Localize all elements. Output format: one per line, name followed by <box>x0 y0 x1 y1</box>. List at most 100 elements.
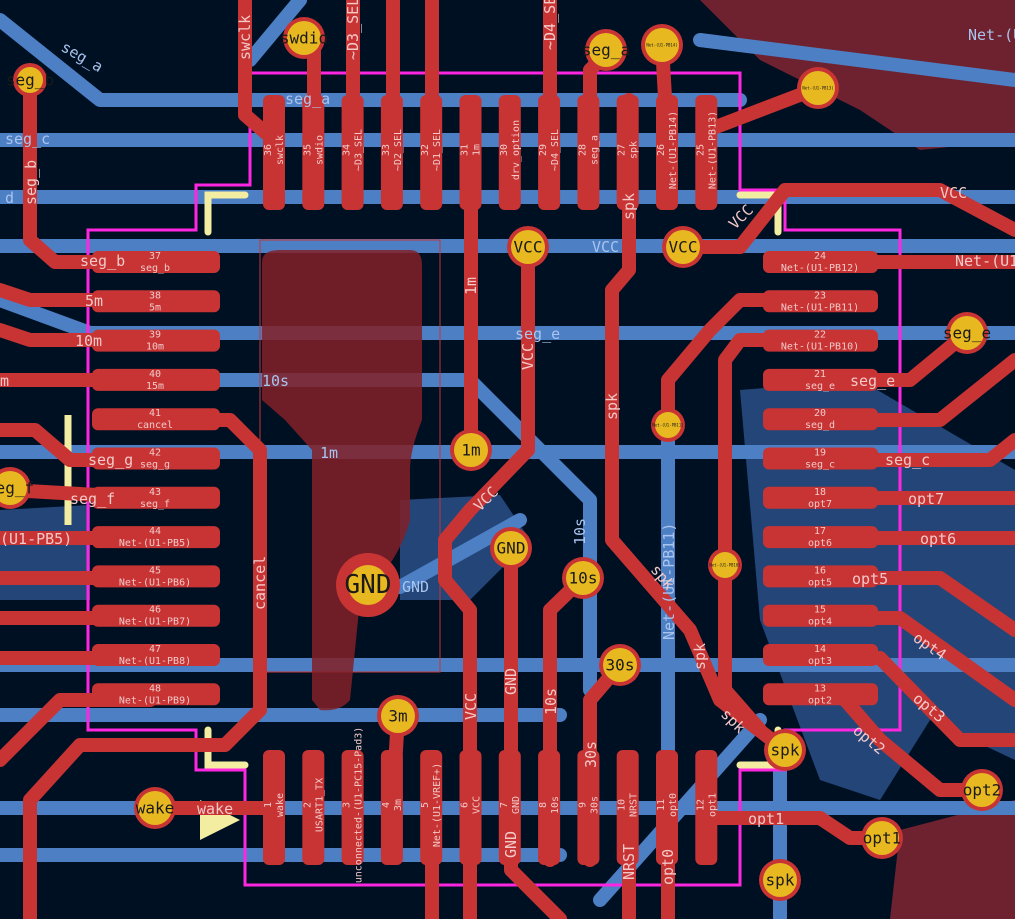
track-label: NRST <box>620 844 638 880</box>
pad-number: 39 <box>149 330 161 341</box>
via-label: seg_e <box>943 324 991 343</box>
via-label: GND <box>497 539 526 558</box>
via-label: Net-(U1-PB13) <box>802 86 833 91</box>
pad-number: 28 <box>577 144 588 156</box>
via[interactable]: VCC <box>507 226 549 268</box>
pad-number: 13 <box>814 683 826 694</box>
pad-number: 9 <box>577 802 588 808</box>
pad-number: 27 <box>617 144 628 156</box>
pad-number: 23 <box>814 290 826 301</box>
pad-number: 16 <box>814 565 826 576</box>
via[interactable]: opt2 <box>961 769 1003 811</box>
via-label: 30s <box>606 656 635 675</box>
via-label: wake <box>136 799 175 818</box>
pad-34[interactable]: 34~D3_SEL <box>341 95 365 210</box>
pad-net: VCC <box>472 796 483 814</box>
via[interactable]: spk <box>764 729 806 771</box>
via[interactable]: VCC <box>662 226 704 268</box>
track-label: 10m <box>75 332 102 350</box>
pad-number: 6 <box>460 802 471 808</box>
pad-33[interactable]: 33~D2_SEL <box>380 95 404 210</box>
via[interactable]: 1m <box>450 429 492 471</box>
via[interactable]: Net-(U1-PB11) <box>651 408 685 442</box>
pad-number: 42 <box>149 448 161 459</box>
via[interactable]: swdio <box>280 17 328 59</box>
track-label: 1m <box>462 277 480 295</box>
pad-number: 36 <box>263 144 274 156</box>
pad-net: ~D3_SEL <box>354 129 365 171</box>
via[interactable]: GND <box>490 527 532 569</box>
pad-number: 31 <box>460 144 471 156</box>
via[interactable]: seg_b <box>6 63 54 97</box>
pad-net: Net-(U1-PB5) <box>119 538 191 549</box>
via[interactable]: Net-(U1-PB14) <box>641 24 683 66</box>
via[interactable]: seg_f <box>0 467 34 509</box>
via[interactable]: seg_a <box>582 29 630 71</box>
via[interactable]: Net-(U1-PB10) <box>708 548 742 582</box>
via[interactable]: Net-(U1-PB13) <box>797 67 839 109</box>
pad-29[interactable]: 29~D4_SEL <box>538 95 561 210</box>
pad-net: seg_g <box>140 460 170 471</box>
track-label: seg_e <box>850 372 895 390</box>
pad-net: ~D2_SEL <box>393 129 404 171</box>
pad-net: ~D1_SEL <box>432 129 443 171</box>
via[interactable]: 30s <box>599 644 641 686</box>
via[interactable]: spk <box>759 859 801 901</box>
via[interactable]: opt1 <box>861 817 903 859</box>
gnd-via-large[interactable]: GND <box>336 553 400 617</box>
pad-net: 3m <box>393 799 404 811</box>
pad-32[interactable]: 32~D1_SEL <box>420 95 443 210</box>
via[interactable]: wake <box>134 787 176 829</box>
track-label: GND <box>502 668 520 695</box>
via[interactable]: 3m <box>377 695 419 737</box>
via[interactable]: 10s <box>562 557 604 599</box>
via[interactable]: seg_e <box>943 312 991 354</box>
